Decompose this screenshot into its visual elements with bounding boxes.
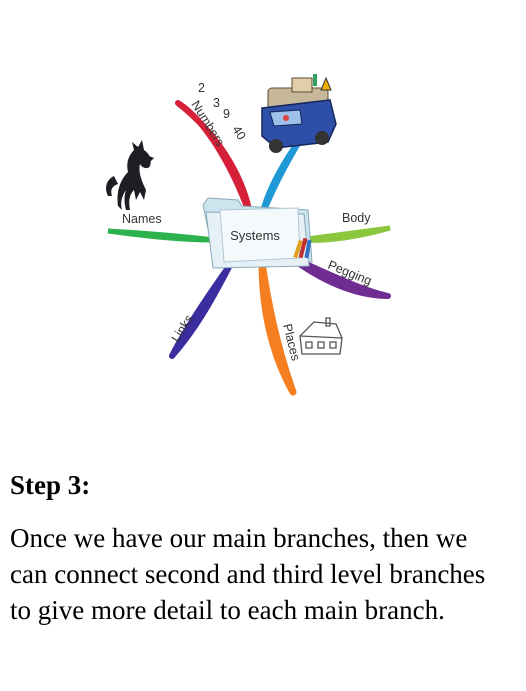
house-icon	[299, 317, 343, 355]
label-names: Names	[122, 212, 162, 226]
folder-icon	[202, 197, 313, 269]
branch-car	[259, 137, 303, 218]
step-description: Once we have our main branches, then we …	[10, 523, 486, 625]
number-label: 3	[213, 96, 220, 110]
pencils-icon	[293, 237, 312, 259]
horse-icon	[106, 140, 154, 210]
branch-names	[107, 228, 216, 243]
car-icon	[261, 74, 337, 153]
number-label: 9	[223, 107, 230, 121]
number-label: 40	[229, 123, 248, 142]
label-numbers: Numbers	[188, 98, 227, 148]
branch-body	[299, 225, 391, 243]
number-label: 2	[198, 81, 205, 95]
center-label: Systems	[230, 228, 280, 243]
step-title: Step 3:	[10, 470, 91, 500]
mind-map-diagram: Systems Names Body Pegging Places Links …	[106, 74, 391, 396]
label-body: Body	[342, 211, 371, 225]
